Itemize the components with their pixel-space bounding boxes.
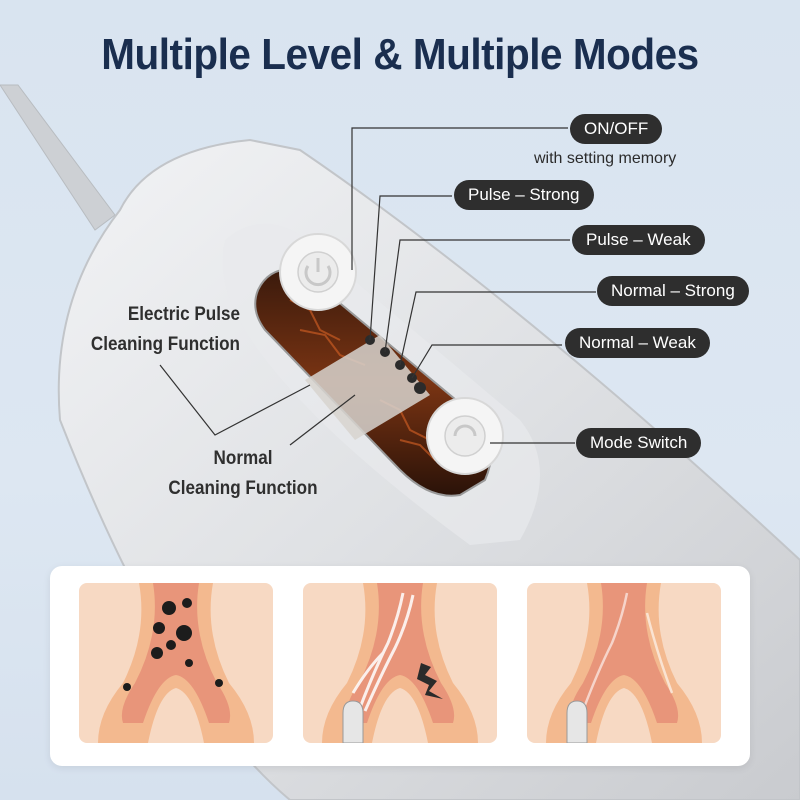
pulse-strong-callout: Pulse – Strong bbox=[454, 180, 594, 210]
nasal-cavity-clean-card bbox=[527, 583, 721, 743]
normal-cleaning-label: Normal Cleaning Function bbox=[153, 444, 333, 504]
electric-pulse-line2: Cleaning Function bbox=[90, 334, 241, 355]
normal-strong-callout: Normal – Strong bbox=[597, 276, 749, 306]
electric-pulse-label: Electric Pulse Cleaning Function bbox=[60, 300, 240, 360]
page-title: Multiple Level & Multiple Modes bbox=[101, 30, 699, 79]
nozzle-icon bbox=[566, 700, 588, 743]
nasal-cavity-dirty-card bbox=[79, 583, 273, 743]
illustration-panel bbox=[50, 566, 750, 766]
on-off-callout: ON/OFF bbox=[570, 114, 663, 144]
power-button-graphic bbox=[279, 233, 357, 311]
mode-switch-callout: Mode Switch bbox=[576, 428, 702, 458]
normal-line2: Cleaning Function bbox=[168, 478, 318, 499]
normal-line1: Normal bbox=[213, 448, 273, 469]
nasal-cavity-rinsing-illustration bbox=[322, 583, 478, 743]
nozzle-icon bbox=[342, 700, 364, 743]
nasal-cavity-clean-illustration bbox=[546, 583, 702, 743]
mode-button-graphic bbox=[426, 397, 504, 475]
on-off-note: with setting memory bbox=[534, 150, 677, 167]
pulse-weak-callout: Pulse – Weak bbox=[572, 225, 705, 255]
nasal-cavity-dirty-illustration bbox=[98, 583, 254, 743]
electric-pulse-line1: Electric Pulse bbox=[127, 304, 240, 325]
nasal-cavity-rinsing-card bbox=[303, 583, 497, 743]
normal-weak-callout: Normal – Weak bbox=[565, 328, 710, 358]
